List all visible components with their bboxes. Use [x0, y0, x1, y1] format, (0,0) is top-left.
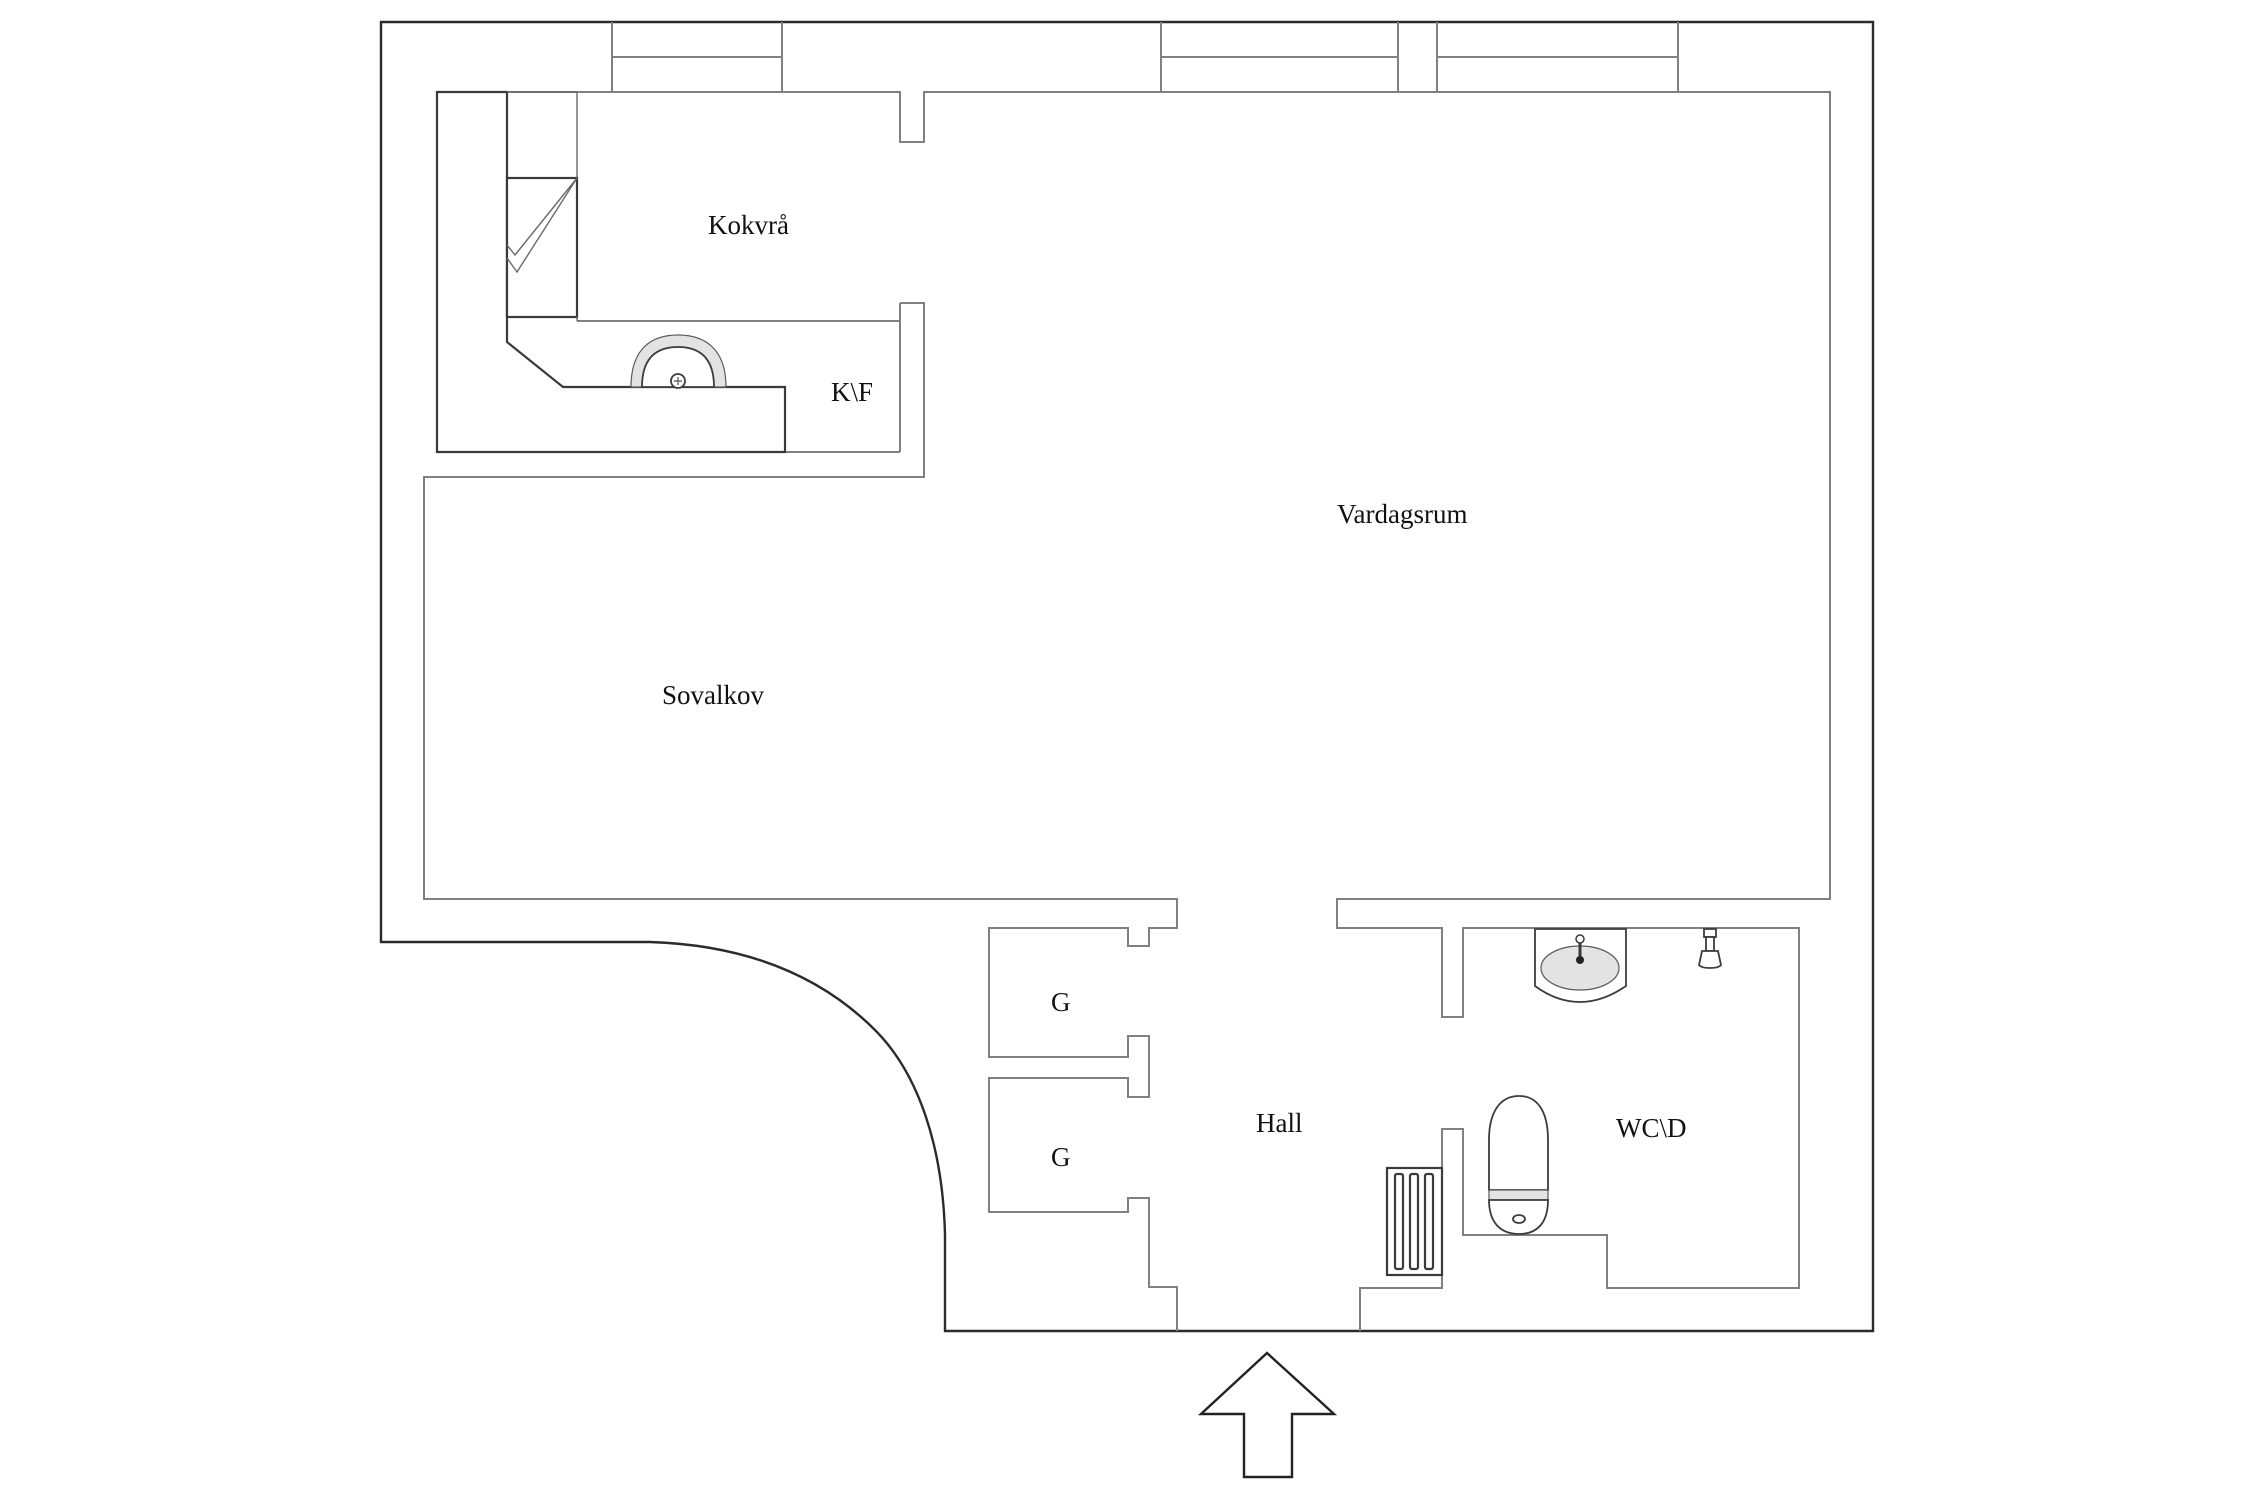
- kitchen-partition-wall: [423, 302, 1178, 1331]
- room-label-garderob-2: G: [1051, 1142, 1071, 1172]
- radiator-icon: [1385, 1166, 1444, 1277]
- shower-head-icon: [1698, 928, 1722, 969]
- room-label-sovalkov: Sovalkov: [662, 680, 765, 710]
- room-label-wcd: WC\D: [1616, 1113, 1687, 1143]
- outer-wall: [379, 20, 1875, 1333]
- washbasin-icon: [1534, 928, 1627, 1003]
- toilet-icon: [1488, 1095, 1549, 1235]
- entrance-arrow-up-icon: [1197, 1351, 1338, 1479]
- window-1: [611, 22, 783, 92]
- kitchen-sink-icon: [630, 334, 727, 389]
- dishwasher-icon: [505, 176, 579, 321]
- room-label-vardagsrum: Vardagsrum: [1337, 499, 1467, 529]
- room-label-kokvra: Kokvrå: [708, 210, 789, 240]
- window-3: [1436, 22, 1679, 92]
- window-2: [1160, 22, 1399, 92]
- room-label-garderob-1: G: [1051, 987, 1071, 1017]
- room-label-hall: Hall: [1256, 1108, 1303, 1138]
- inner-wall-top: [437, 91, 1831, 1331]
- room-label-kf: K\F: [831, 377, 873, 407]
- kitchen-counter-icon: [435, 90, 787, 454]
